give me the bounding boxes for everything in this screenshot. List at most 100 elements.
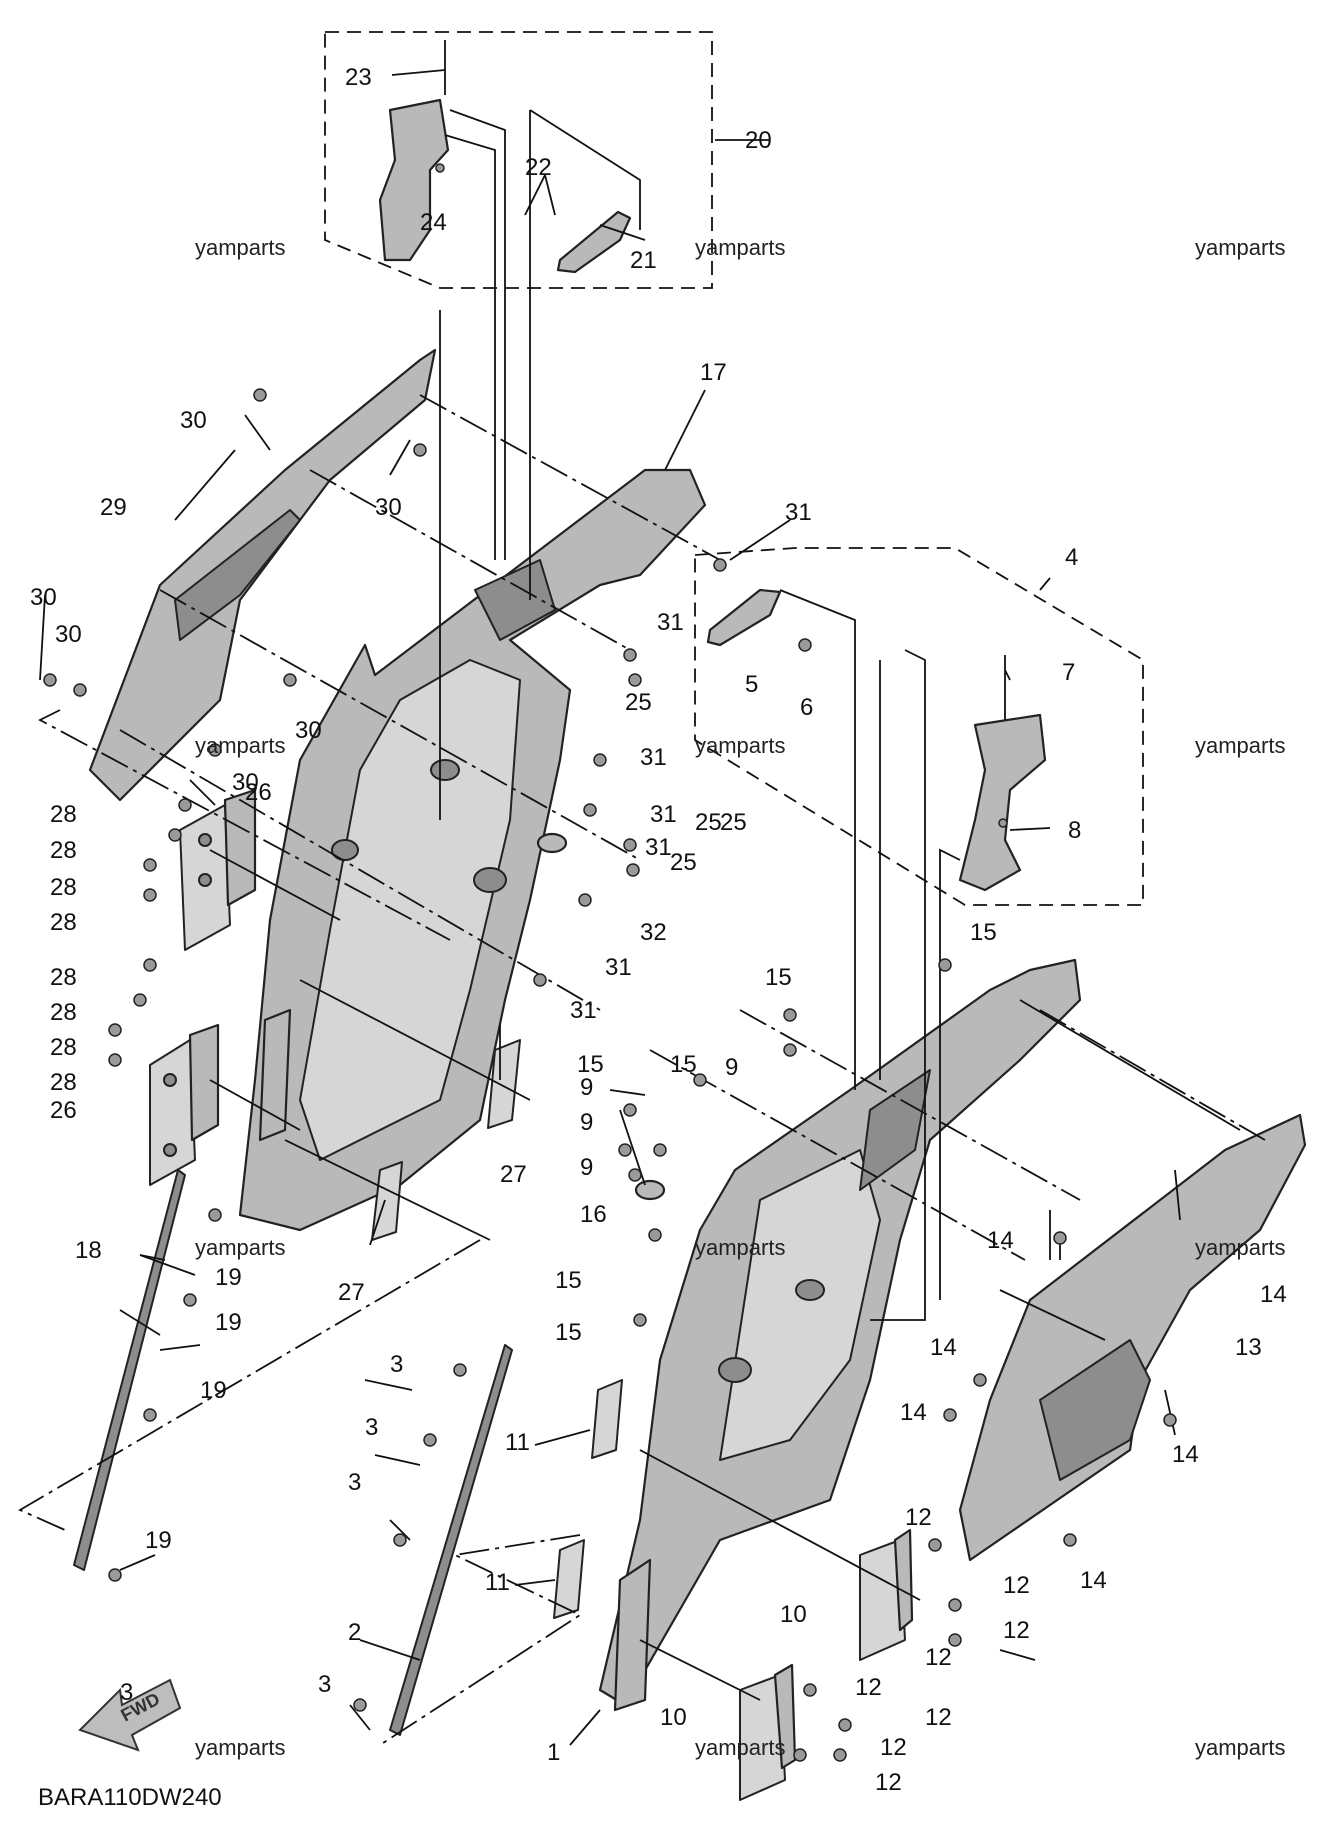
callout-label: 14 xyxy=(1172,1441,1199,1468)
callout-label: 11 xyxy=(485,1569,510,1596)
part-latch-mechanism-lower xyxy=(958,655,1047,892)
watermark-text: yamparts xyxy=(195,733,285,758)
callout-label: 31 xyxy=(570,997,597,1024)
part-10-hinge-upper xyxy=(859,1528,914,1661)
callout-label: 23 xyxy=(345,64,372,91)
assembly-box-4 xyxy=(694,547,1144,906)
callout-label: 15 xyxy=(970,919,997,946)
watermark-text: yamparts xyxy=(1195,733,1285,758)
part-21-handle xyxy=(556,210,632,274)
callout-label: 10 xyxy=(660,1704,687,1731)
fasteners xyxy=(43,163,1177,1762)
part-front-door-panel xyxy=(598,958,1082,1712)
callout-label: 28 xyxy=(50,874,77,901)
part-18-seal-strip xyxy=(73,1169,186,1571)
callout-label: 3 xyxy=(318,1671,331,1698)
watermark-text: yamparts xyxy=(695,1735,785,1760)
callout-label: 19 xyxy=(215,1264,242,1291)
callout-label: 12 xyxy=(855,1674,882,1701)
callout-label: 9 xyxy=(580,1074,593,1101)
callout-label: 28 xyxy=(50,909,77,936)
callout-label: 30 xyxy=(295,717,322,744)
callout-label: 31 xyxy=(650,801,677,828)
watermark-text: yamparts xyxy=(195,235,285,260)
assembly-lines xyxy=(18,109,1266,1746)
callout-label: 12 xyxy=(1003,1572,1030,1599)
callout-label: 29 xyxy=(100,494,127,521)
part-27-plate-lower xyxy=(371,1161,403,1241)
callout-label: 18 xyxy=(75,1237,102,1264)
callout-label: 15 xyxy=(555,1319,582,1346)
callout-label: 14 xyxy=(1260,1281,1287,1308)
callout-label: 31 xyxy=(640,744,667,771)
callout-label: 15 xyxy=(670,1051,697,1078)
callout-label: 14 xyxy=(930,1334,957,1361)
part-26-hinge-upper xyxy=(179,788,257,951)
callout-label: 15 xyxy=(765,964,792,991)
watermark-text: yamparts xyxy=(1195,1235,1285,1260)
callout-label: 14 xyxy=(1080,1567,1107,1594)
callout-label: 24 xyxy=(420,209,447,236)
callout-label: 12 xyxy=(905,1504,932,1531)
callout-label: 3 xyxy=(390,1351,403,1378)
watermark-text: yamparts xyxy=(695,733,785,758)
part-11-plate-lower xyxy=(553,1539,585,1619)
callout-label: 25 xyxy=(670,849,697,876)
callout-label: 31 xyxy=(645,834,672,861)
part-16-bumper xyxy=(634,1179,666,1201)
callout-label: 31 xyxy=(785,499,812,526)
part-27-plate-upper xyxy=(487,1039,521,1129)
callout-label: 28 xyxy=(50,964,77,991)
callout-label: 26 xyxy=(245,779,272,806)
callout-label: 2 xyxy=(348,1619,361,1646)
callout-label: 21 xyxy=(630,247,657,274)
callout-label: 25 xyxy=(720,809,747,836)
callout-label: 30 xyxy=(180,407,207,434)
callout-label: 14 xyxy=(900,1399,927,1426)
callout-label: 15 xyxy=(555,1267,582,1294)
callout-label: 3 xyxy=(365,1414,378,1441)
watermarks: yamparts yamparts yamparts yamparts yamp… xyxy=(195,235,1285,1760)
callout-label: 5 xyxy=(745,671,758,698)
part-11-plate-upper xyxy=(591,1379,623,1459)
part-2-seal-strip xyxy=(389,1344,513,1736)
watermark-text: yamparts xyxy=(1195,235,1285,260)
callout-label: 30 xyxy=(375,494,402,521)
watermark-text: yamparts xyxy=(195,1735,285,1760)
callout-label: 14 xyxy=(987,1227,1014,1254)
callout-label: 12 xyxy=(1003,1617,1030,1644)
callout-label: 31 xyxy=(605,954,632,981)
callout-label: 15 xyxy=(577,1051,604,1078)
callout-label: 28 xyxy=(50,801,77,828)
callout-label: 26 xyxy=(50,1097,77,1124)
callout-label: 11 xyxy=(505,1429,530,1456)
callout-label: 3 xyxy=(348,1469,361,1496)
callout-label: 19 xyxy=(145,1527,172,1554)
callout-label: 30 xyxy=(55,621,82,648)
callout-label: 17 xyxy=(700,359,727,386)
callout-label: 4 xyxy=(1065,544,1078,571)
part-26-hinge-lower xyxy=(149,1023,220,1186)
assembly-box-20 xyxy=(324,31,713,289)
callout-label: 3 xyxy=(120,1679,133,1706)
watermark-text: yamparts xyxy=(1195,1735,1285,1760)
diagram-code: BARA110DW240 xyxy=(38,1784,222,1811)
callout-label: 31 xyxy=(657,609,684,636)
callout-label: 19 xyxy=(200,1377,227,1404)
part-29-trim-panel xyxy=(88,348,437,802)
callout-label: 28 xyxy=(50,837,77,864)
callout-label: 9 xyxy=(580,1109,593,1136)
callout-label: 25 xyxy=(625,689,652,716)
part-latch-mechanism-upper xyxy=(378,40,450,262)
callout-label: 12 xyxy=(925,1644,952,1671)
callout-label: 20 xyxy=(745,127,772,154)
callout-labels: 1 2 3 3 3 3 3 4 5 6 7 8 9 9 9 9 10 10 11… xyxy=(30,64,1287,1796)
watermark-text: yamparts xyxy=(695,1235,785,1260)
callout-label: 12 xyxy=(875,1769,902,1796)
callout-label: 30 xyxy=(232,769,259,796)
callout-label: 27 xyxy=(500,1161,527,1188)
callout-label: 1 xyxy=(547,1739,560,1766)
callout-label: 25 xyxy=(695,809,722,836)
callout-label: 6 xyxy=(800,694,813,721)
